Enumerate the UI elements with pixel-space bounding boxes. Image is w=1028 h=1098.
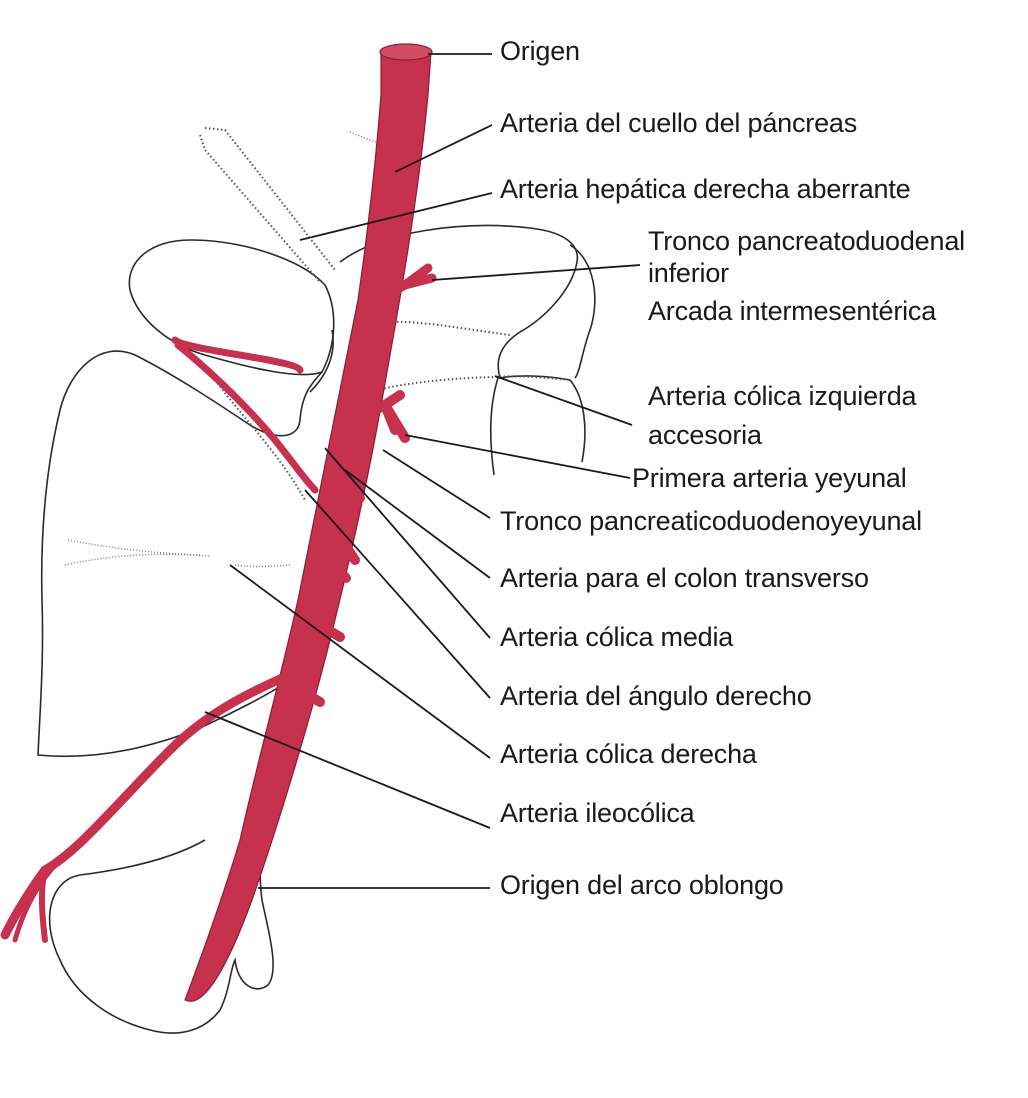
leader-tronco-pd <box>431 264 641 281</box>
colica-izq-acc-branch <box>361 390 410 443</box>
colica-media-branch <box>331 563 351 583</box>
label-colica-izq-acc-1: Arteria cólica izquierda <box>648 381 917 411</box>
aberrant-hepatic-ghost-2 <box>199 134 321 283</box>
right-colic-artery <box>171 336 304 374</box>
leader-colica-media <box>324 447 491 639</box>
label-ileocolica: Arteria ileocólica <box>500 798 695 828</box>
aberrant-hepatic-ghost <box>204 127 336 271</box>
jejunum-inner-line <box>569 244 596 379</box>
label-tronco-pdy: Tronco pancreaticoduodenoyeyunal <box>500 506 922 536</box>
label-angulo-derecho: Arteria del ángulo derecho <box>500 681 812 711</box>
label-origen: Origen <box>500 36 580 66</box>
leader-colon-transverso <box>344 469 491 579</box>
label-cuello-pancreas: Arteria del cuello del páncreas <box>500 108 858 138</box>
leader-cuello <box>394 124 493 173</box>
label-tronco-pd-inferior-1: Tronco pancreatoduodenal <box>648 226 965 256</box>
hepatic-aberrant-vessel <box>174 341 319 494</box>
label-arco-oblongo: Origen del arco oblongo <box>500 870 784 900</box>
sma-origin-ellipse <box>379 43 433 61</box>
colon-dotted-1 <box>67 539 201 556</box>
tronco-pd-inferior-branch <box>375 263 437 305</box>
colica-media-dotted <box>214 379 306 501</box>
jejunum-outline <box>339 224 586 463</box>
branches <box>0 263 437 943</box>
leader-primera-yeyunal <box>404 434 631 479</box>
label-colon-transverso: Arteria para el colon transverso <box>500 563 869 593</box>
label-colica-media: Arteria cólica media <box>500 622 734 652</box>
label-arcada: Arcada intermesentérica <box>648 296 937 326</box>
colica-derecha-branch <box>295 685 325 707</box>
jejunum-left-line <box>489 377 499 476</box>
leader-angulo-derecho <box>304 489 491 699</box>
cecum-outline <box>48 839 274 1034</box>
leader-lines <box>204 53 641 889</box>
ileocolic-branch-3 <box>12 857 63 943</box>
leader-colica-derecha <box>229 564 491 759</box>
colon-dotted-2 <box>64 553 291 568</box>
label-tronco-pd-inferior-2: inferior <box>648 258 729 288</box>
pancreas-outline <box>128 239 335 376</box>
leader-ileocolica <box>204 711 491 829</box>
colon-transverso-branch <box>340 540 360 565</box>
angulo-derecho-branch <box>315 620 345 642</box>
colica-izq-dotted <box>364 375 571 394</box>
tronco-pdy-branch <box>345 475 365 503</box>
label-primera-yeyunal: Primera arteria yeyunal <box>632 463 907 493</box>
leader-tronco-pdy <box>382 449 491 519</box>
colon-left-edge <box>309 329 334 393</box>
ileocolic-artery <box>0 667 301 940</box>
label-colica-derecha: Arteria cólica derecha <box>500 739 757 769</box>
arcada-dotted <box>384 320 511 336</box>
leader-colica-izq <box>494 375 633 426</box>
leader-hepatica <box>299 192 493 241</box>
label-colica-izq-acc-2: accesoria <box>648 420 762 450</box>
sma-trunk <box>184 45 432 1002</box>
label-hepatica-aberrante: Arteria hepática derecha aberrante <box>500 174 911 204</box>
